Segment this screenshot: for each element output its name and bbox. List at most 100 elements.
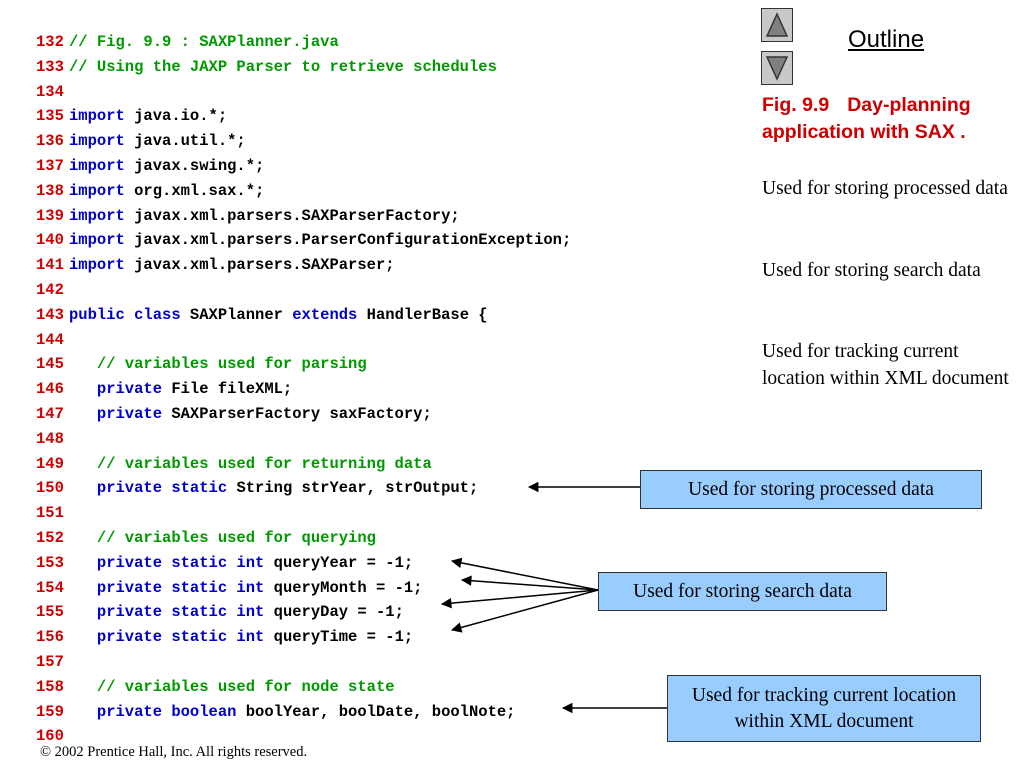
line-number: 148 — [36, 429, 64, 448]
line-number: 140 — [36, 231, 64, 250]
code-text: String strYear, strOutput; — [227, 479, 479, 498]
line-number: 157 — [36, 652, 64, 671]
line-number: 132 — [36, 33, 64, 51]
code-comment: // Fig. 9.9 : SAXPlanner.java — [69, 33, 339, 51]
code-text: queryTime = -1; — [264, 628, 414, 647]
code-keyword: private — [69, 380, 163, 399]
code-keyword: import — [69, 132, 125, 151]
code-text: javax.xml.parsers.ParserConfigurationExc… — [124, 231, 572, 250]
next-slide-button[interactable] — [761, 51, 793, 85]
figure-title: Day-planning application with SAX . — [762, 94, 971, 143]
code-line: 160 — [36, 724, 571, 749]
code-line: 144 — [36, 328, 571, 353]
outline-title[interactable]: Outline — [848, 26, 925, 53]
code-comment: // variables used for querying — [69, 528, 376, 547]
code-comment: // variables used for node state — [69, 677, 395, 696]
line-number: 158 — [36, 677, 64, 696]
code-line: 152 // variables used for querying — [36, 526, 571, 551]
code-keyword: private static int — [69, 628, 265, 647]
code-keyword: import — [69, 231, 125, 250]
code-line: 135 import java.io.*; — [36, 104, 571, 129]
code-text: SAXPlanner — [180, 305, 293, 324]
callout-search-data: Used for storing search data — [598, 572, 887, 611]
line-number: 160 — [36, 727, 64, 746]
figure-number: Fig. 9.9 — [762, 94, 830, 116]
line-number: 133 — [36, 57, 64, 76]
line-number: 147 — [36, 404, 64, 423]
code-comment: // Using the JAXP Parser to retrieve sch… — [69, 57, 497, 76]
triangle-down-icon — [765, 56, 789, 81]
line-number: 143 — [36, 305, 64, 324]
code-keyword: import — [69, 181, 125, 200]
callout-processed-data: Used for storing processed data — [640, 470, 982, 509]
code-line: 158 // variables used for node state — [36, 675, 571, 700]
line-number: 142 — [36, 280, 64, 299]
outline-note-search-data: Used for storing search data — [762, 260, 981, 281]
line-number: 136 — [36, 132, 64, 151]
code-line: 147 private SAXParserFactory saxFactory; — [36, 402, 571, 427]
code-line: 139 import javax.xml.parsers.SAXParserFac… — [36, 204, 571, 229]
code-text: java.util.*; — [124, 132, 246, 151]
line-number: 134 — [36, 82, 64, 101]
code-keyword: import — [69, 206, 125, 225]
outline-note-processed-data: Used for storing processed data — [762, 178, 1008, 199]
line-number: 154 — [36, 578, 64, 597]
code-text: boolYear, boolDate, boolNote; — [236, 702, 516, 721]
code-comment: // variables used for returning data — [69, 454, 432, 473]
code-text: javax.xml.parsers.SAXParser; — [124, 256, 395, 275]
line-number: 139 — [36, 206, 64, 225]
code-line: 138 import org.xml.sax.*; — [36, 179, 571, 204]
line-number: 149 — [36, 454, 64, 473]
line-number: 144 — [36, 330, 64, 349]
code-text: java.io.*; — [124, 107, 228, 126]
code-keyword: private boolean — [69, 702, 237, 721]
code-line: 154 private static int queryMonth = -1; — [36, 576, 571, 601]
code-text: queryDay = -1; — [264, 603, 404, 622]
code-line: 141 import javax.xml.parsers.SAXParser; — [36, 253, 571, 278]
code-line: 142 — [36, 278, 571, 303]
code-keyword: public class — [69, 305, 181, 324]
line-number: 152 — [36, 528, 64, 547]
code-keyword: private static — [69, 479, 228, 498]
code-text: queryYear = -1; — [264, 553, 414, 572]
code-line: 151 — [36, 501, 571, 526]
code-line: 134 — [36, 80, 571, 105]
code-keyword: private — [69, 404, 163, 423]
code-listing: 132 // Fig. 9.9 : SAXPlanner.java 133 // Us… — [36, 30, 571, 749]
code-keyword: private static int — [69, 603, 265, 622]
line-number: 156 — [36, 628, 64, 647]
code-comment: // variables used for parsing — [69, 355, 367, 374]
code-text: HandlerBase { — [357, 305, 488, 324]
code-line: 149 // variables used for returning data — [36, 452, 571, 477]
code-line: 156 private static int queryTime = -1; — [36, 625, 571, 650]
code-keyword: import — [69, 256, 125, 275]
copyright-footer: © 2002 Prentice Hall, Inc. All rights re… — [40, 744, 308, 760]
code-line: 133 // Using the JAXP Parser to retrieve … — [36, 55, 571, 80]
line-number: 151 — [36, 504, 64, 523]
code-text: File fileXML; — [162, 380, 293, 399]
line-number: 141 — [36, 256, 64, 275]
code-line: 145 // variables used for parsing — [36, 352, 571, 377]
code-line: 148 — [36, 427, 571, 452]
arrow-query-day — [440, 589, 599, 609]
outline-note-tracking-location: Used for tracking current location withi… — [762, 341, 1009, 389]
line-number: 135 — [36, 107, 64, 126]
code-line: 159 private boolean boolYear, boolDate, … — [36, 700, 571, 725]
arrow-query-time — [450, 589, 599, 633]
code-text: org.xml.sax.*; — [124, 181, 265, 200]
code-keyword: import — [69, 107, 125, 126]
arrow-query-month — [460, 575, 599, 591]
code-line: 153 private static int queryYear = -1; — [36, 551, 571, 576]
code-text: javax.swing.*; — [124, 156, 265, 175]
line-number: 150 — [36, 479, 64, 498]
line-number: 145 — [36, 355, 64, 374]
previous-slide-button[interactable] — [761, 8, 793, 42]
code-text: javax.xml.parsers.SAXParserFactory; — [124, 206, 460, 225]
code-keyword: private static int — [69, 553, 265, 572]
code-text: queryMonth = -1; — [264, 578, 423, 597]
line-number: 138 — [36, 181, 64, 200]
